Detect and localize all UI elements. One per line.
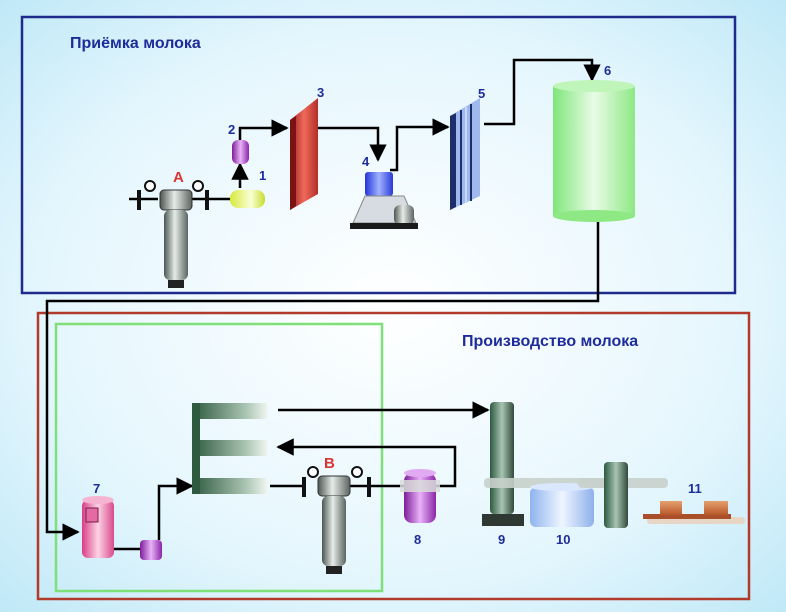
production-section-frame <box>36 311 751 601</box>
label-7: 7 <box>93 481 100 496</box>
label-5: 5 <box>478 86 485 101</box>
heat-exchanger-5 <box>450 98 480 210</box>
tank-7 <box>82 496 114 558</box>
tank-10 <box>484 478 604 527</box>
highlight-frame <box>54 322 384 593</box>
reception-section-frame <box>20 15 737 295</box>
cooler-plate-3 <box>290 98 318 210</box>
pump-7 <box>140 540 162 560</box>
pump-1 <box>230 190 265 208</box>
filling-column <box>578 462 668 528</box>
pipe-4-to-5 <box>390 118 450 172</box>
label-3: 3 <box>317 85 324 100</box>
label-11: 11 <box>688 481 702 496</box>
filter-b <box>302 466 371 574</box>
pipe-3-to-4 <box>318 126 387 162</box>
label-9: 9 <box>498 532 505 547</box>
label-1: 1 <box>259 168 266 183</box>
filter-a <box>137 180 209 288</box>
pasteurizer-unit <box>192 403 268 494</box>
production-title: Производство молока <box>462 333 638 350</box>
label-6: 6 <box>604 63 611 78</box>
meter-2 <box>232 140 249 164</box>
pipe-5-to-6 <box>484 58 601 126</box>
storage-tank-6 <box>553 80 635 222</box>
homogenizer-8 <box>400 469 440 523</box>
pipe-6-to-7 <box>45 222 600 541</box>
label-b: В <box>324 455 335 472</box>
pipe-pump-to-pasteurizer <box>157 477 194 540</box>
separator-4 <box>350 172 418 229</box>
label-2: 2 <box>228 122 235 137</box>
label-4: 4 <box>362 154 370 169</box>
reception-title: Приёмка молока <box>70 35 201 52</box>
label-a: А <box>173 169 184 186</box>
reception-pipes <box>45 58 601 541</box>
pipe-8-return <box>276 438 457 488</box>
packaging-11 <box>643 501 745 524</box>
label-8: 8 <box>414 532 421 547</box>
label-10: 10 <box>556 532 570 547</box>
pipe-2-to-3 <box>238 119 289 140</box>
